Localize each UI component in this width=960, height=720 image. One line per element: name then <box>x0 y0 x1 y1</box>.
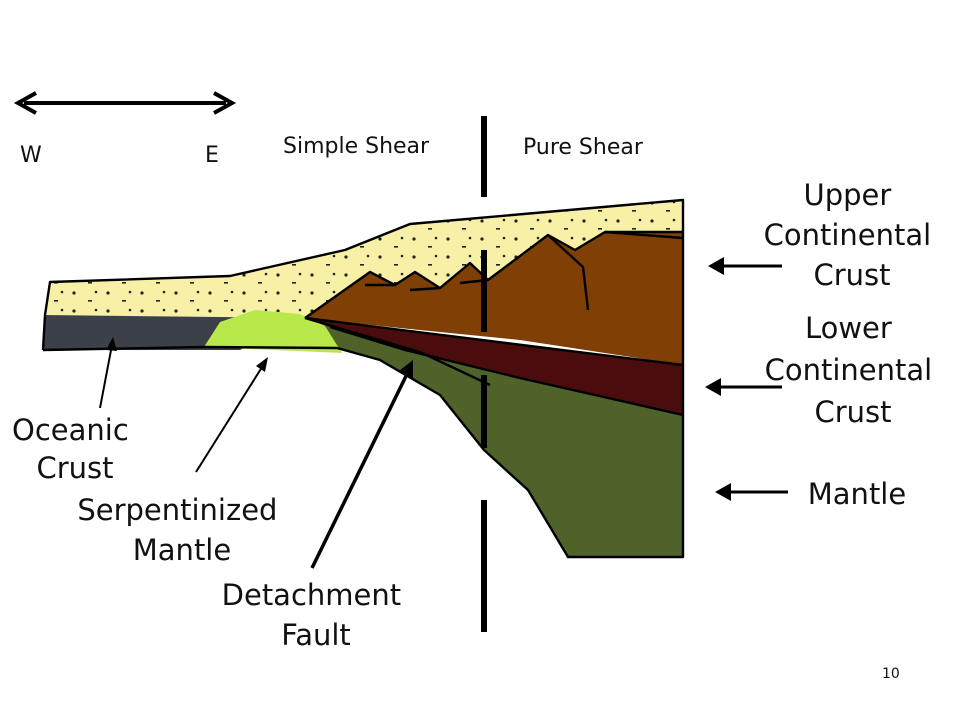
serpentinized-mantle-pointer <box>195 357 268 473</box>
mantle-arrow <box>715 483 788 501</box>
pure-shear-header: Pure Shear <box>523 135 644 160</box>
simple-shear-header: Simple Shear <box>283 134 430 159</box>
detachment-fault-label: Detachment Fault <box>222 578 411 652</box>
mantle-label: Mantle <box>808 477 906 511</box>
lower-crust-arrow <box>705 378 782 396</box>
page-number: 10 <box>882 666 900 682</box>
direction-arrow <box>13 91 237 115</box>
oceanic-crust-label: Oceanic Crust <box>12 413 138 485</box>
detachment-fault-pointer <box>310 360 413 569</box>
oceanic-crust-pointer <box>99 337 117 409</box>
lower-continental-crust-layer <box>305 318 683 415</box>
upper-continental-crust-layer <box>305 230 683 365</box>
east-label: E <box>205 143 219 168</box>
serpentinized-mantle-label: Serpentinized Mantle <box>77 493 286 567</box>
upper-crust-arrow <box>708 257 782 275</box>
structure-lines <box>41 198 685 559</box>
serpentinized-mantle-body <box>204 310 342 353</box>
west-label: W <box>20 143 42 168</box>
upper-crust-label: Upper Continental Crust <box>764 178 941 292</box>
sediment-dots <box>45 200 683 318</box>
lower-crust-label: Lower Continental Crust <box>765 311 942 429</box>
